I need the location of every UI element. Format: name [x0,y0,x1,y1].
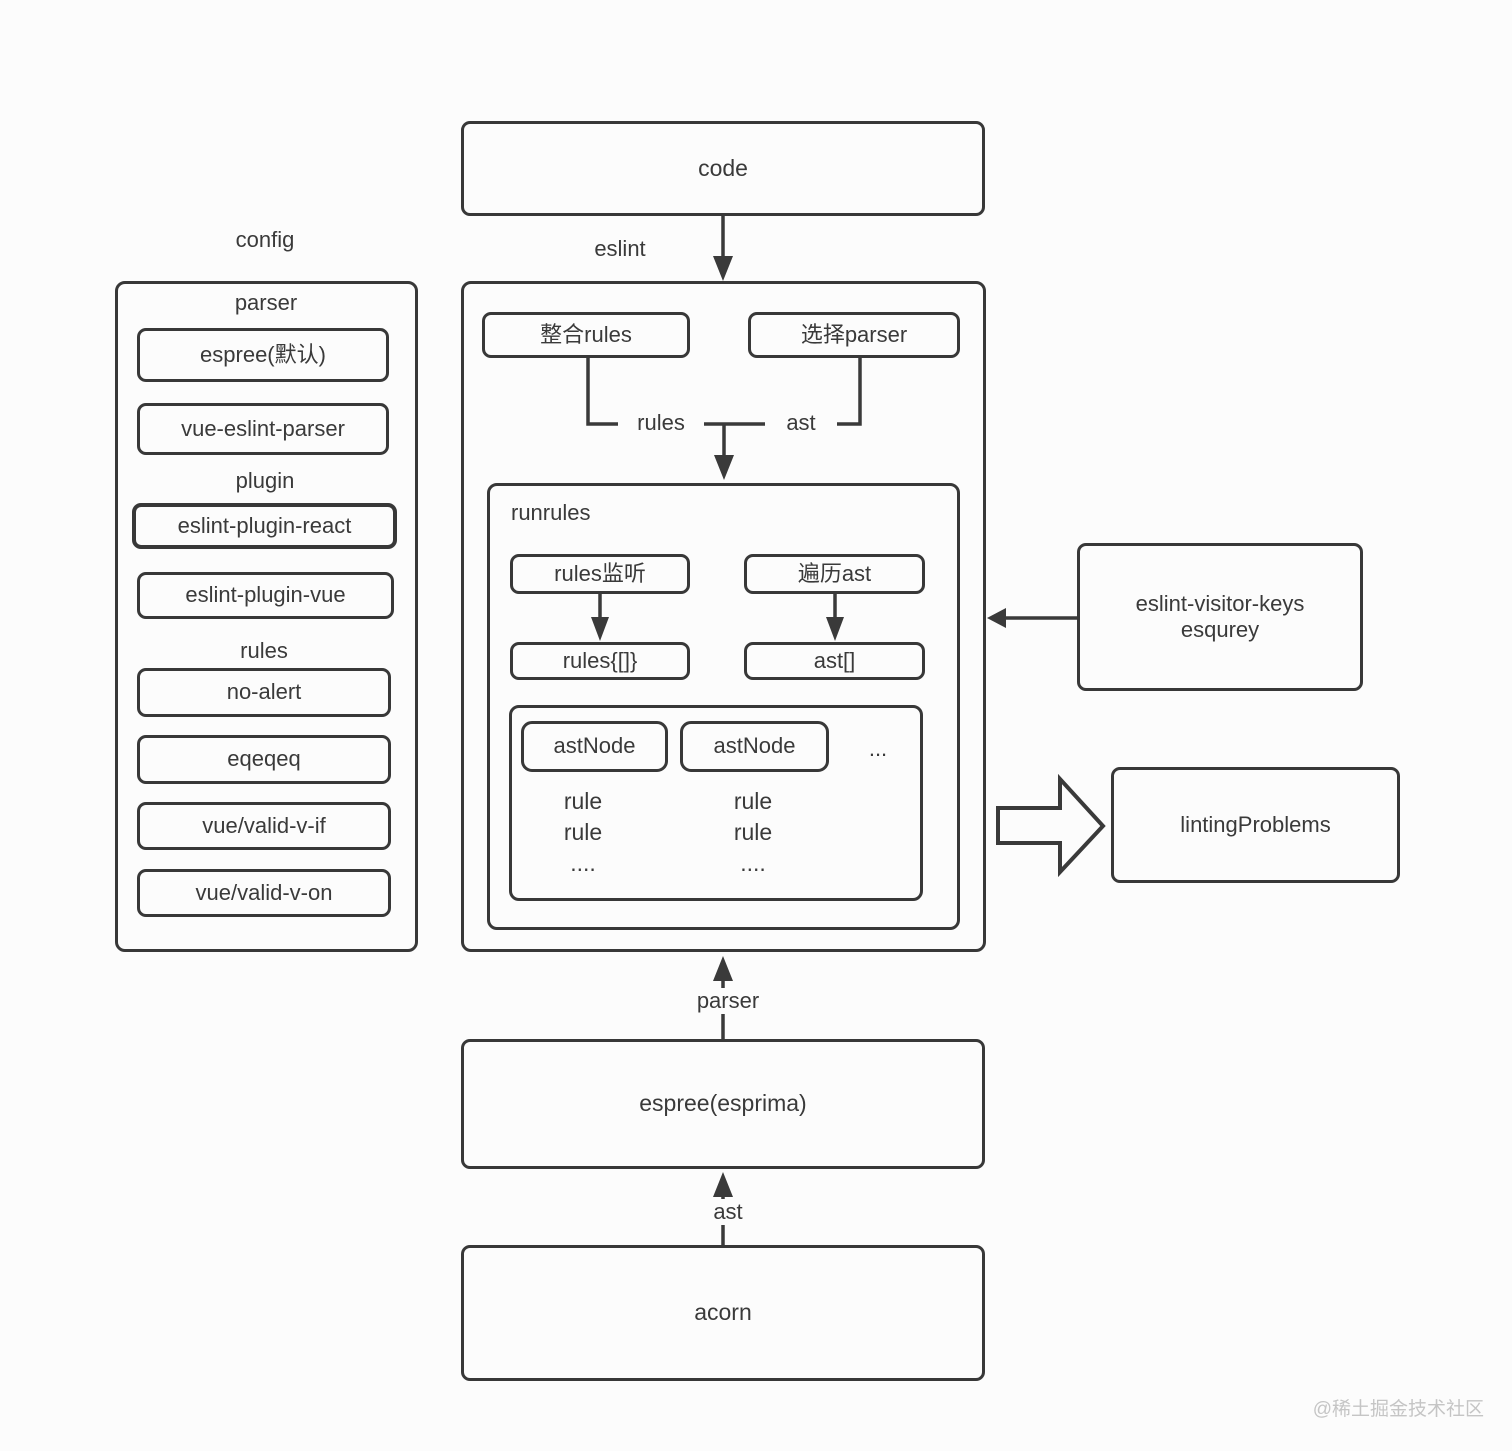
code-box-label: code [698,154,748,181]
astnode-area-container [509,705,923,901]
integrate-rules-box: 整合rules [482,312,690,358]
config-item-eslint-plugin-react: eslint-plugin-react [132,503,397,549]
config-item-vue-eslint-parser: vue-eslint-parser [137,403,389,455]
rules-listen-box: rules监听 [510,554,690,594]
config-item-eslint-plugin-vue: eslint-plugin-vue [137,572,394,619]
rule-col1-line2: rule [563,819,603,845]
arrowhead-down-into-eslint [713,256,733,281]
code-box: code [461,121,985,216]
traverse-ast-box: 遍历ast [744,554,925,594]
rules-map-box: rules{[]} [510,642,690,680]
config-plugin-section-label: plugin [235,468,295,493]
ast-edge-label-mid: ast [765,410,837,437]
rules-edge-label: rules [618,410,704,437]
linting-problems-box: lintingProblems [1111,767,1400,883]
arrowhead-down-astarray [826,617,844,641]
rule-col1-line3: .... [570,850,596,876]
arrowhead-up-into-espree [713,1172,733,1197]
astnode-ellipsis: ... [868,736,888,761]
config-item-no-alert: no-alert [137,668,391,717]
runrules-container [487,483,960,930]
rule-col1-line1: rule [563,788,603,814]
config-item-eslint-plugin-vue-label: eslint-plugin-vue [185,582,346,608]
rule-column-1: rule rule .... [523,786,643,879]
config-item-vue-valid-v-if: vue/valid-v-if [137,802,391,850]
config-item-eqeqeq-label: eqeqeq [227,746,301,772]
hollow-output-arrow [996,773,1106,878]
config-item-espree-default-label: espree(默认) [200,341,326,367]
acorn-box-label: acorn [694,1299,752,1326]
config-item-vue-valid-v-on-label: vue/valid-v-on [195,879,333,905]
rule-col2-line1: rule [733,788,773,814]
config-panel-title: config [235,227,295,252]
ast-array-label: ast[] [813,647,856,673]
config-rules-section-label: rules [240,638,288,663]
espree-box: espree(esprima) [461,1039,985,1169]
config-item-vue-valid-v-if-label: vue/valid-v-if [202,812,326,838]
config-item-vue-valid-v-on: vue/valid-v-on [137,869,391,917]
arrowhead-up-into-eslint [713,956,733,981]
select-parser-box: 选择parser [748,312,960,358]
ast-edge-label-bottom: ast [690,1199,766,1226]
traverse-ast-label: 遍历ast [797,560,872,586]
config-item-espree-default: espree(默认) [137,328,389,382]
astnode-box-2-label: astNode [713,733,796,759]
astnode-box-1: astNode [521,721,668,772]
rules-listen-label: rules监听 [554,560,646,586]
rule-col2-line3: .... [740,850,766,876]
rule-column-2: rule rule .... [693,786,813,879]
config-item-vue-eslint-parser-label: vue-eslint-parser [181,415,345,441]
arrowhead-down-rulesmap [591,617,609,641]
rules-map-label: rules{[]} [562,647,638,673]
config-item-no-alert-label: no-alert [226,679,302,705]
visitor-keys-line1: eslint-visitor-keys [1135,590,1305,616]
acorn-box: acorn [461,1245,985,1381]
astnode-box-2: astNode [680,721,829,772]
config-panel-container [115,281,418,952]
config-parser-section-label: parser [234,290,298,315]
visitor-keys-line2: esqurey [1180,617,1260,642]
eslint-edge-label: eslint [594,236,646,261]
integrate-rules-label: 整合rules [540,321,632,347]
config-item-eslint-plugin-react-label: eslint-plugin-react [177,512,352,538]
ast-array-box: ast[] [744,642,925,680]
linting-problems-label: lintingProblems [1180,811,1331,837]
visitor-keys-box: eslint-visitor-keys esqurey [1077,543,1363,691]
arrowhead-down-into-runrules [714,455,734,480]
espree-box-label: espree(esprima) [639,1090,807,1117]
watermark: @稀土掘金技术社区 [1312,1399,1484,1420]
arrowhead-left-into-eslint [987,608,1006,628]
runrules-title: runrules [511,500,591,525]
astnode-box-1-label: astNode [553,733,636,759]
eslint-container [461,281,986,952]
parser-edge-label: parser [675,988,781,1015]
rule-col2-line2: rule [733,819,773,845]
config-item-eqeqeq: eqeqeq [137,735,391,784]
select-parser-label: 选择parser [800,321,908,347]
